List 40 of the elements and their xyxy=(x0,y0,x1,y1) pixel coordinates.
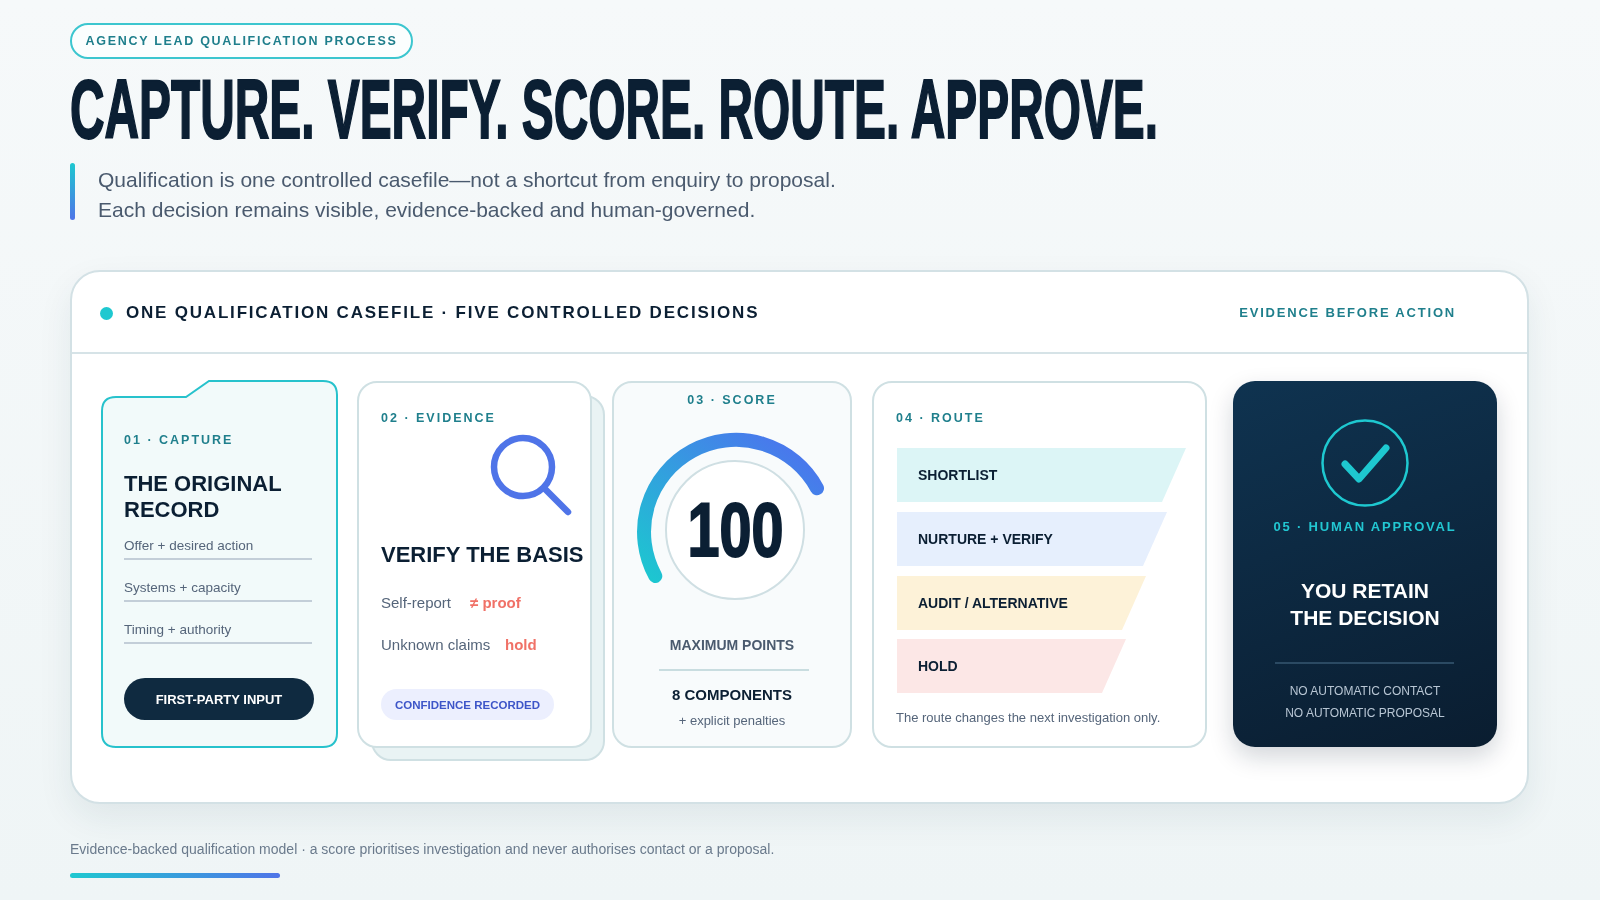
claim-status: ≠ proof xyxy=(470,594,521,612)
approval-note: NO AUTOMATIC PROPOSAL xyxy=(1284,706,1446,721)
checklist-row: Offer + desired action xyxy=(124,536,312,560)
card-heading: VERIFY THE BASIS xyxy=(381,542,584,568)
route-card xyxy=(872,381,1207,748)
route-band: AUDIT / ALTERNATIVE xyxy=(897,576,1146,630)
card-heading: THE ORIGINAL RECORD xyxy=(124,471,283,523)
evidence-card xyxy=(357,381,592,748)
metric-note: + explicit penalties xyxy=(677,713,787,729)
score-circle: 100 xyxy=(665,460,805,600)
approval-card xyxy=(1233,381,1497,747)
claim-status: hold xyxy=(505,636,537,654)
page-title: CAPTURE. VERIFY. SCORE. ROUTE. APPROVE. xyxy=(70,67,1158,151)
metric-label: MAXIMUM POINTS xyxy=(668,637,796,654)
casefile-panel xyxy=(70,270,1529,804)
claim-label: Self-report xyxy=(381,594,452,612)
caption-text: Evidence-backed qualification model · a score prioritises investigation and never authorises contact or a proposal. xyxy=(70,841,775,858)
route-band: SHORTLIST xyxy=(897,448,1186,502)
panel-heading: ONE QUALIFICATION CASEFILE · FIVE CONTROLLED DECISIONS xyxy=(126,303,760,324)
checklist-row: Systems + capacity xyxy=(124,578,312,602)
source-pill: FIRST-PARTY INPUT xyxy=(124,678,314,720)
step-label: 05 · HUMAN APPROVAL xyxy=(1272,519,1458,535)
panel-tagline: EVIDENCE BEFORE ACTION xyxy=(1239,305,1456,321)
step-label: 02 · EVIDENCE xyxy=(381,411,496,426)
route-band: HOLD xyxy=(897,639,1126,693)
confidence-pill: CONFIDENCE RECORDED xyxy=(381,689,554,720)
card-heading: YOU RETAIN THE DECISION xyxy=(1289,578,1441,631)
footnote-text: The route changes the next investigation only. xyxy=(896,710,1161,726)
route-band: NURTURE + VERIFY xyxy=(897,512,1167,566)
metric-value: 8 COMPONENTS xyxy=(671,686,793,704)
claim-label: Unknown claims xyxy=(381,636,491,654)
tag-pill: AGENCY LEAD QUALIFICATION PROCESS xyxy=(70,23,413,59)
checklist-row: Timing + authority xyxy=(124,620,312,644)
step-label: 01 · CAPTURE xyxy=(124,433,234,448)
score-card xyxy=(612,381,852,748)
step-label: 03 · SCORE xyxy=(686,393,778,408)
approval-note: NO AUTOMATIC CONTACT xyxy=(1288,684,1442,699)
intro-text: Qualification is one controlled casefile—not a shortcut from enquiry to proposal. Each decision remains visible, evidence-backed and human-governed. xyxy=(98,167,837,223)
step-label: 04 · ROUTE xyxy=(896,411,985,426)
folder-card xyxy=(101,380,338,748)
